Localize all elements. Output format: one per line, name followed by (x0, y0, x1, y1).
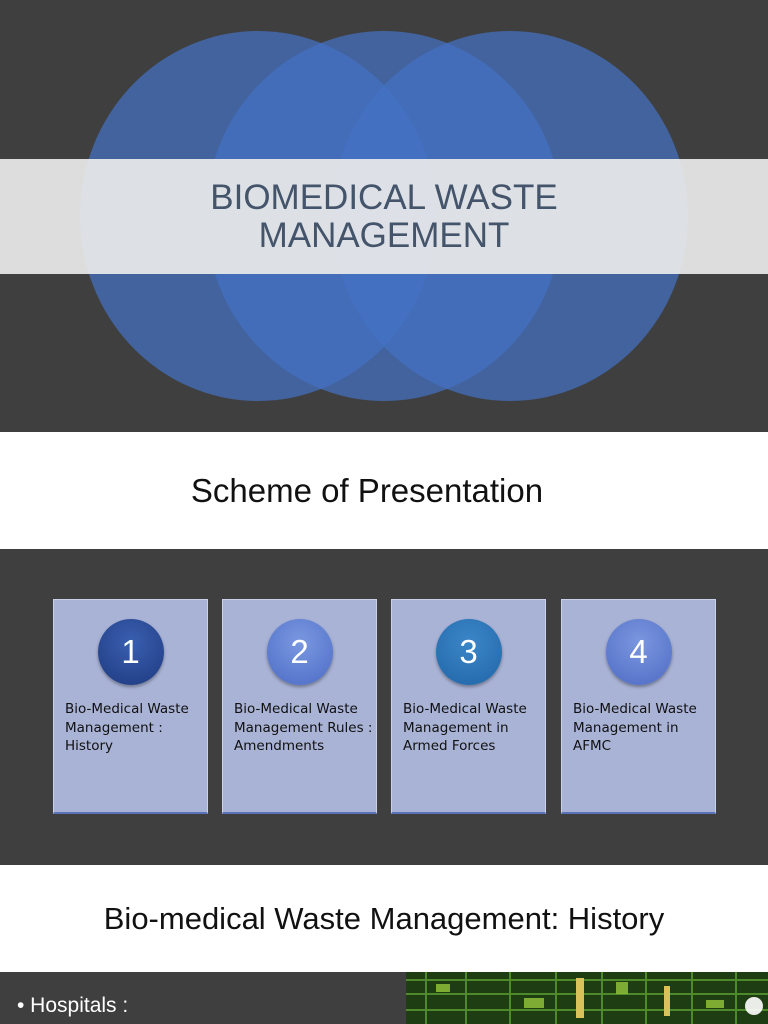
history-heading: Bio-medical Waste Management: History (103, 900, 665, 936)
scheme-card-1: 1 Bio-Medical Waste Management : History (53, 599, 208, 814)
title-band: BIOMEDICAL WASTE MANAGEMENT (0, 159, 768, 274)
slide-title: BIOMEDICAL WASTE MANAGEMENT (210, 177, 558, 255)
card-text: Bio-Medical Waste Management : History (65, 701, 189, 754)
circuit-board-icon (406, 972, 768, 1024)
circuit-board-image (406, 972, 768, 1024)
title-slide: BIOMEDICAL WASTE MANAGEMENT (0, 0, 768, 432)
card-text: Bio-Medical Waste Management in Armed Fo… (403, 701, 527, 754)
scheme-card-4: 4 Bio-Medical Waste Management in AFMC (561, 599, 716, 814)
card-number-badge: 1 (97, 619, 164, 685)
card-number-badge: 2 (266, 619, 333, 685)
card-number-badge: 3 (435, 619, 502, 685)
history-heading-band: Bio-medical Waste Management: History (0, 865, 768, 972)
scheme-heading-band: Scheme of Presentation (0, 432, 768, 549)
scheme-slide: 1 Bio-Medical Waste Management : History… (0, 549, 768, 865)
scheme-card-3: 3 Bio-Medical Waste Management in Armed … (391, 599, 546, 814)
history-slide: • Hospitals : (0, 972, 768, 1024)
card-text: Bio-Medical Waste Management in AFMC (573, 701, 697, 754)
scheme-card-2: 2 Bio-Medical Waste Management Rules : A… (222, 599, 377, 814)
card-number-badge: 4 (605, 619, 672, 685)
card-text: Bio-Medical Waste Management Rules : Ame… (234, 701, 373, 754)
scheme-heading: Scheme of Presentation (190, 471, 544, 509)
bullet-hospitals: • Hospitals : (17, 994, 129, 1017)
